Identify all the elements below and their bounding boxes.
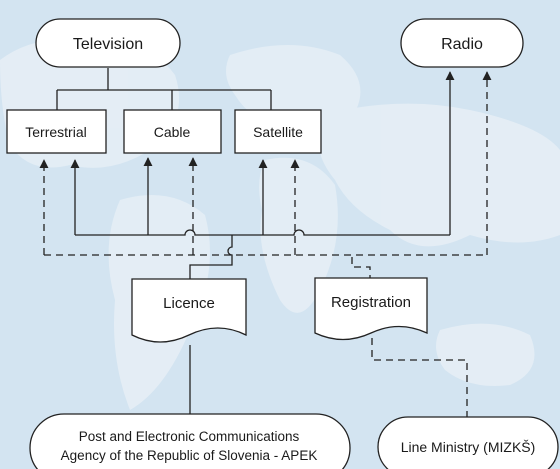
satellite-node: Satellite (234, 109, 322, 154)
television-node: Television (35, 18, 181, 68)
television-label: Television (73, 36, 143, 53)
ministry-node: Line Ministry (MIZKŠ) (377, 416, 559, 469)
ministry-label: Line Ministry (MIZKŠ) (401, 439, 536, 455)
terrestrial-label: Terrestrial (25, 124, 86, 140)
registration-connectors (39, 71, 492, 418)
apek-label-line1: Post and Electronic Communications (79, 429, 300, 444)
apek-label-line2: Agency of the Republic of Slovenia - APE… (61, 448, 318, 463)
registration-document: Registration (314, 277, 428, 341)
world-map-background (0, 40, 560, 410)
licence-document: Licence (131, 278, 247, 343)
licence-label: Licence (163, 295, 215, 312)
radio-label: Radio (441, 36, 483, 53)
terrestrial-node: Terrestrial (6, 109, 107, 154)
satellite-label: Satellite (253, 124, 303, 140)
apek-node: Post and Electronic Communications Agenc… (29, 413, 351, 469)
radio-node: Radio (400, 18, 524, 68)
cable-label: Cable (154, 124, 191, 140)
cable-node: Cable (123, 109, 222, 154)
registration-label: Registration (331, 294, 411, 311)
licence-connectors (56, 68, 455, 415)
